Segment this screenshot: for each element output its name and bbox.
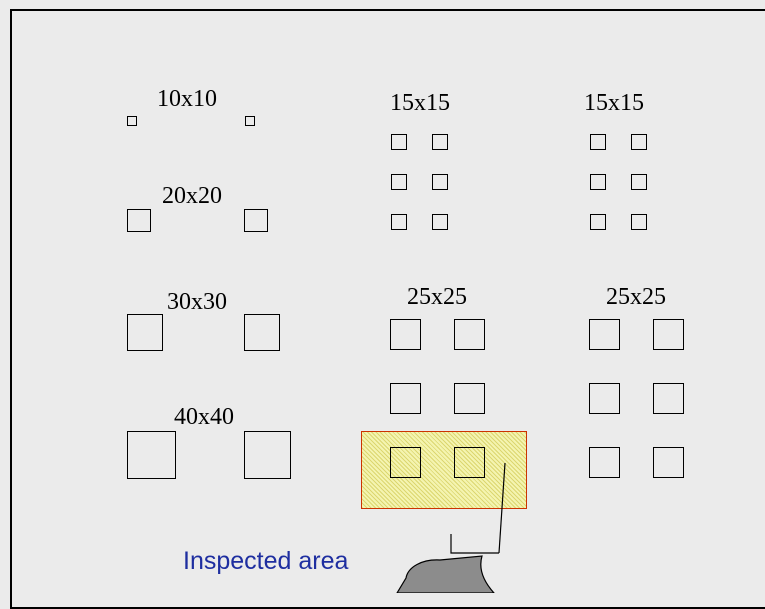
label-25x25-middle: 25x25 (407, 284, 467, 310)
square-25x25 (589, 447, 620, 478)
square-15x15 (391, 214, 407, 230)
square-20x20 (244, 209, 268, 232)
square-15x15 (590, 214, 606, 230)
square-30x30 (244, 314, 280, 351)
inspected-area-label: Inspected area (183, 547, 349, 575)
square-25x25 (390, 383, 421, 414)
label-30x30: 30x30 (167, 289, 227, 315)
label-15x15-right: 15x15 (584, 90, 644, 116)
square-25x25 (390, 319, 421, 350)
square-40x40 (127, 431, 176, 479)
square-25x25-inspected (390, 447, 421, 478)
square-15x15 (391, 134, 407, 150)
square-25x25 (653, 383, 684, 414)
square-15x15 (590, 134, 606, 150)
square-15x15 (391, 174, 407, 190)
label-25x25-right: 25x25 (606, 284, 666, 310)
square-15x15 (432, 174, 448, 190)
square-25x25 (653, 447, 684, 478)
square-25x25 (653, 319, 684, 350)
label-15x15-middle: 15x15 (390, 90, 450, 116)
square-25x25 (454, 319, 485, 350)
square-25x25 (589, 319, 620, 350)
square-40x40 (244, 431, 291, 479)
square-25x25-inspected (454, 447, 485, 478)
square-15x15 (590, 174, 606, 190)
square-10x10 (127, 116, 137, 126)
square-15x15 (631, 134, 647, 150)
square-10x10 (245, 116, 255, 126)
label-40x40: 40x40 (174, 404, 234, 430)
square-30x30 (127, 314, 163, 351)
square-20x20 (127, 209, 151, 232)
square-15x15 (432, 134, 448, 150)
square-15x15 (631, 214, 647, 230)
label-10x10: 10x10 (157, 86, 217, 112)
label-20x20: 20x20 (162, 183, 222, 209)
square-25x25 (454, 383, 485, 414)
inspected-area-highlight (361, 431, 527, 509)
square-15x15 (631, 174, 647, 190)
square-25x25 (589, 383, 620, 414)
probe-pointer-icon (396, 462, 506, 593)
square-15x15 (432, 214, 448, 230)
